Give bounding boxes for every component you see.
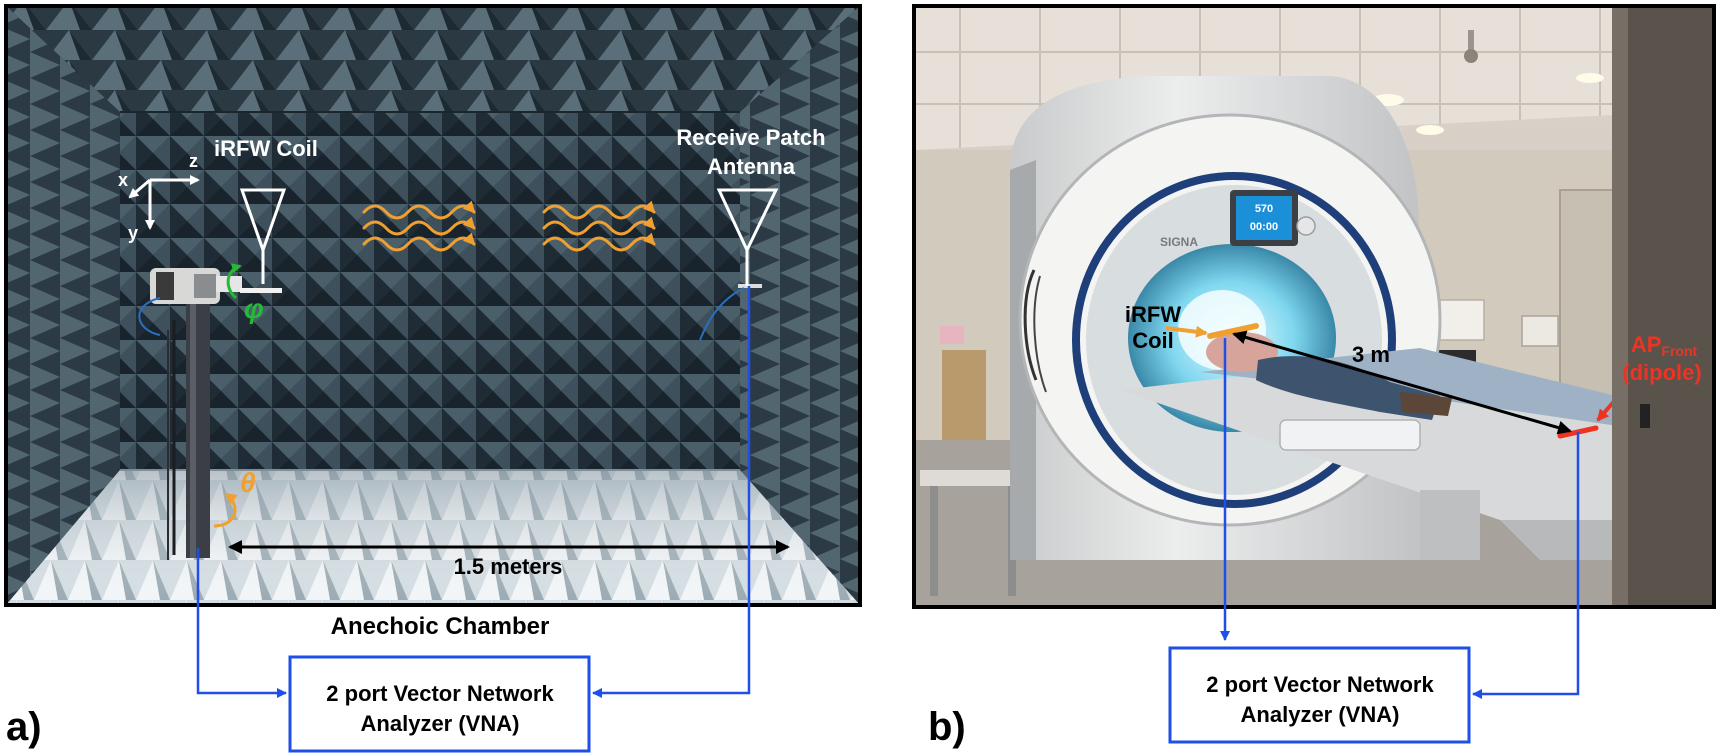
receive-label-line1: Receive Patch xyxy=(676,125,825,150)
radio-waves-right xyxy=(542,200,656,252)
panel-b-letter: b) xyxy=(928,705,966,749)
distance-label-b: 3 m xyxy=(1352,342,1390,367)
anechoic-chamber-photo: z y x iRFW Coil Receive Patch Antenna xyxy=(6,6,860,605)
positioner-stand xyxy=(138,268,282,560)
theta-symbol: θ xyxy=(240,467,256,498)
phi-rotation-arrow xyxy=(226,263,242,300)
coordinate-axes: z y x xyxy=(118,151,200,243)
distance-arrow-b xyxy=(1232,330,1572,435)
vna-box-b xyxy=(1168,646,1471,744)
ap-front-label: APFront xyxy=(1631,332,1698,359)
receive-antenna-symbol xyxy=(716,188,779,286)
scanner-brand: SIGNA xyxy=(1160,235,1198,249)
axis-x-label: x xyxy=(118,170,128,190)
ap-sub: Front xyxy=(1661,343,1697,359)
distance-label-a: 1.5 meters xyxy=(454,554,563,579)
vna-a-line1: 2 port Vector Network xyxy=(326,681,554,706)
vna-box-a xyxy=(288,655,591,753)
coil-label-b-line2: Coil xyxy=(1132,328,1174,353)
vna-a-line2: Analyzer (VNA) xyxy=(361,711,520,736)
coil-pointer-arrow xyxy=(1165,325,1208,338)
chamber-label: Anechoic Chamber xyxy=(331,613,550,640)
connector-a-left xyxy=(196,548,287,698)
ap-main: AP xyxy=(1631,332,1662,357)
connector-a-right xyxy=(592,286,751,698)
axis-z-label: z xyxy=(189,151,198,171)
panel-a-letter: a) xyxy=(6,705,42,749)
vna-b-line1: 2 port Vector Network xyxy=(1206,672,1434,697)
photo-frame-a xyxy=(4,4,862,607)
coil-label-b-line1: iRFW xyxy=(1125,302,1181,327)
receive-label-line2: Antenna xyxy=(707,154,796,179)
coil-label: iRFW Coil xyxy=(214,136,318,161)
ap-note: (dipole) xyxy=(1622,360,1701,385)
theta-rotation-arrow xyxy=(213,492,238,528)
photo-frame-b xyxy=(912,4,1716,609)
screen-line1: 570 xyxy=(1255,203,1273,215)
connector-b-right xyxy=(1472,432,1580,699)
mri-room-photo: 570 00:00 SIGNA xyxy=(914,6,1714,607)
radio-waves-left xyxy=(362,200,476,252)
axis-y-label: y xyxy=(128,223,138,243)
phi-symbol: φ xyxy=(244,293,264,324)
coil-antenna-symbol xyxy=(239,188,287,284)
vna-b-line2: Analyzer (VNA) xyxy=(1241,702,1400,727)
screen-line2: 00:00 xyxy=(1250,221,1278,233)
